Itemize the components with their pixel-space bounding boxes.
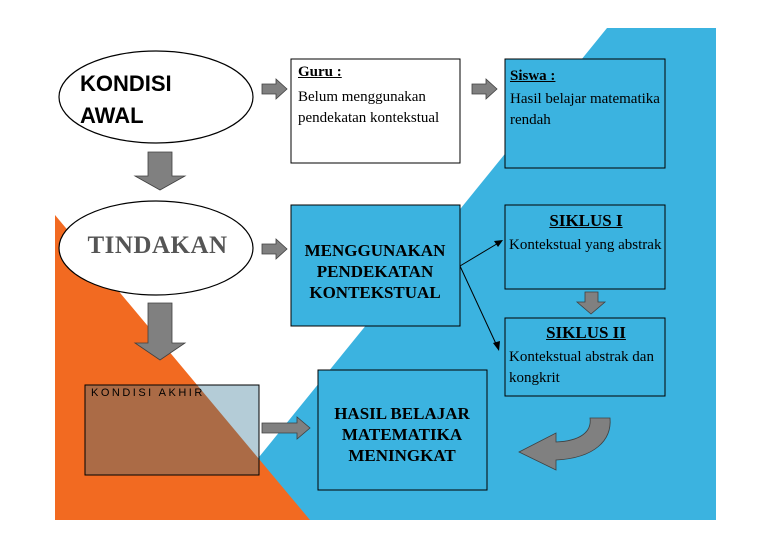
kondisi-awal-line1: KONDISI	[80, 71, 172, 96]
pendekatan-box-shape	[290, 204, 461, 327]
pendekatan-text: MENGGUNAKAN PENDEKATAN KONTEKSTUAL	[304, 241, 446, 302]
siklus2-text: Kontekstual abstrak dan kongkrit	[509, 349, 654, 386]
tindakan-label: TINDAKAN	[87, 232, 228, 259]
kondisi-awal-line2: AWAL	[80, 103, 144, 128]
siklus2-box: SIKLUS II Kontekstual abstrak dan kongkr…	[509, 323, 663, 389]
siklus1-title: SIKLUS I	[549, 211, 623, 230]
kondisi-akhir-label: KONDISI AKHIR	[91, 387, 205, 399]
hasil-text: HASIL BELAJAR MATEMATIKA MENINGKAT	[334, 404, 470, 465]
guru-box: Guru : Belum menggunakan pendekatan kont…	[298, 64, 456, 129]
siklus2-box-shape	[504, 317, 666, 397]
line-arrow-icon	[459, 265, 498, 347]
siswa-title: Siswa :	[510, 68, 556, 84]
block-arrow-right-icon	[261, 416, 311, 440]
kondisi-awal-label: KONDISI AWAL	[80, 68, 230, 132]
guru-box-shape	[290, 58, 461, 164]
block-arrow-right-icon	[261, 78, 288, 100]
block-arrow-right-icon	[261, 238, 288, 260]
line-arrow-icon	[493, 341, 500, 351]
siswa-box-shape	[504, 58, 666, 169]
guru-title: Guru :	[298, 64, 342, 80]
kondisi-akhir-box-shape	[84, 384, 260, 476]
line-arrow-icon	[494, 240, 503, 247]
block-arrow-down-icon	[133, 302, 187, 361]
siklus1-text: Kontekstual yang abstrak	[509, 237, 662, 253]
siswa-text: Hasil belajar matematika rendah	[510, 91, 660, 128]
siklus2-title: SIKLUS II	[546, 323, 626, 342]
siklus1-box-shape	[504, 204, 666, 290]
tindakan-ellipse	[58, 200, 254, 296]
line-arrow-icon	[459, 241, 501, 267]
siswa-box: Siswa : Hasil belajar matematika rendah	[510, 68, 662, 131]
block-arrow-down-icon	[133, 151, 187, 191]
kondisi-awal-ellipse	[58, 50, 254, 144]
block-arrow-right-icon	[471, 78, 498, 100]
hasil-box-shape	[317, 369, 488, 491]
guru-text: Belum menggunakan pendekatan kontekstual	[298, 89, 440, 126]
curved-arrow-left-icon	[518, 417, 611, 471]
siklus1-box: SIKLUS I Kontekstual yang abstrak	[509, 211, 663, 256]
block-arrow-down-icon	[575, 291, 607, 315]
